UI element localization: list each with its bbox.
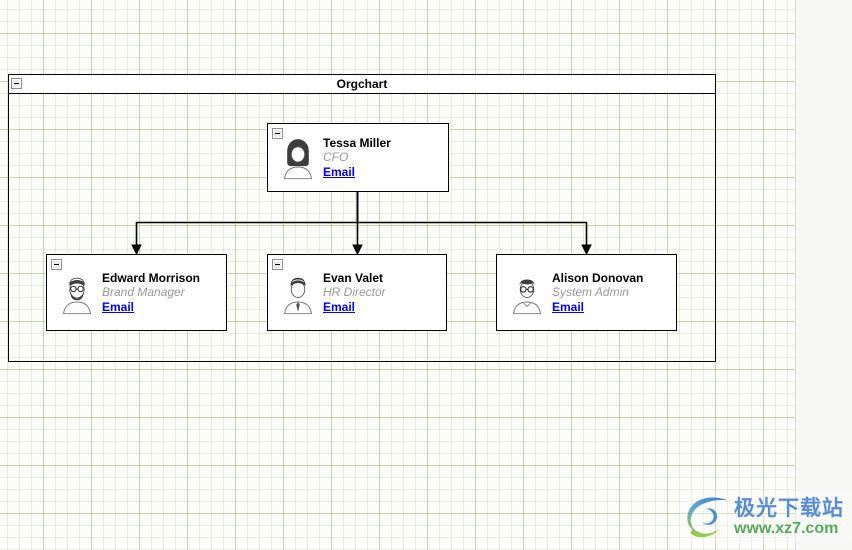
- container-title: Orgchart: [336, 77, 388, 91]
- person-role: System Admin: [552, 285, 629, 300]
- diagram-canvas[interactable]: Orgchart Tessa Miller CFO Email: [0, 0, 796, 550]
- avatar-man-beard-glasses-icon: [59, 271, 95, 315]
- collapse-button-edward[interactable]: [51, 259, 62, 270]
- orgchart-group-container[interactable]: Orgchart: [8, 74, 716, 362]
- collapse-button-evan[interactable]: [272, 259, 283, 270]
- email-link[interactable]: Email: [102, 299, 135, 314]
- org-node-alison-donovan[interactable]: Alison Donovan System Admin Email: [496, 254, 677, 331]
- person-role: CFO: [323, 150, 349, 165]
- email-link[interactable]: Email: [323, 299, 356, 314]
- minus-icon: [54, 264, 59, 265]
- org-node-evan-valet[interactable]: Evan Valet HR Director Email: [267, 254, 447, 331]
- email-link[interactable]: Email: [552, 299, 585, 314]
- watermark-site-url: www.xz7.com: [734, 520, 839, 537]
- watermark: 极光下载站 www.xz7.com: [680, 491, 852, 543]
- avatar-woman-icon: [280, 136, 316, 180]
- person-name: Tessa Miller: [323, 135, 391, 150]
- collapse-button-tessa[interactable]: [272, 128, 283, 139]
- org-node-edward-morrison[interactable]: Edward Morrison Brand Manager Email: [46, 254, 227, 331]
- minus-icon: [275, 264, 280, 265]
- org-node-tessa-miller[interactable]: Tessa Miller CFO Email: [267, 123, 449, 192]
- person-role: HR Director: [323, 285, 386, 300]
- person-name: Alison Donovan: [552, 270, 644, 285]
- xz7-swirl-logo-icon: [680, 492, 732, 542]
- email-link[interactable]: Email: [323, 164, 356, 179]
- watermark-site-name: 极光下载站: [734, 497, 844, 520]
- collapse-button-container[interactable]: [11, 78, 22, 89]
- avatar-man-tie-icon: [280, 271, 316, 315]
- person-role: Brand Manager: [102, 285, 185, 300]
- person-name: Edward Morrison: [102, 270, 201, 285]
- minus-icon: [275, 133, 280, 134]
- orgchart-group-titlebar[interactable]: Orgchart: [9, 75, 715, 94]
- avatar-person-glasses-icon: [509, 271, 545, 315]
- minus-icon: [14, 83, 19, 84]
- person-name: Evan Valet: [323, 270, 384, 285]
